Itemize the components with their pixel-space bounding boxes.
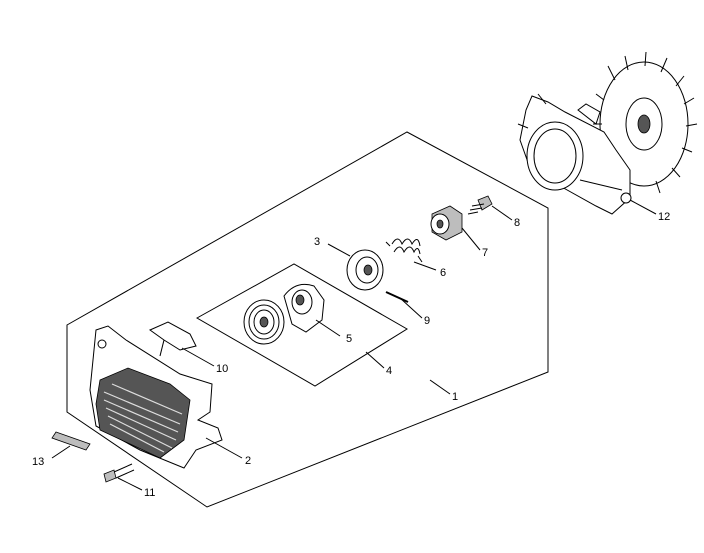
callout-1: 1	[452, 391, 458, 403]
leader-lines	[51, 199, 657, 491]
callout-9: 9	[424, 315, 430, 327]
starter-housing-icon	[89, 325, 223, 469]
recoil-spring-icon	[243, 299, 285, 345]
callout-7: 7	[482, 247, 488, 259]
callout-11: 11	[144, 487, 155, 499]
screw-8-icon	[467, 195, 493, 215]
callout-10: 10	[216, 363, 228, 375]
callout-2: 2	[245, 455, 251, 467]
label-plate-icon	[51, 431, 91, 451]
ratchet-pawl-icon	[430, 205, 463, 241]
fan-cover-flywheel-icon	[517, 51, 698, 215]
assembly-1-outline	[66, 131, 549, 508]
bolt-icon	[103, 463, 135, 483]
callout-12: 12	[658, 211, 670, 223]
rope-icon	[385, 291, 409, 303]
coil-spring-icon	[385, 238, 423, 263]
callout-5: 5	[346, 333, 352, 345]
callout-13: 13	[32, 456, 44, 468]
assembly-4-outline	[195, 263, 408, 387]
recoil-spring-case-icon	[283, 283, 325, 333]
starter-grip-icon	[148, 321, 197, 357]
callout-6: 6	[440, 267, 446, 279]
rope-reel-icon	[346, 249, 384, 291]
callout-4: 4	[386, 365, 392, 377]
callout-8: 8	[514, 217, 520, 229]
callout-3: 3	[314, 236, 320, 248]
